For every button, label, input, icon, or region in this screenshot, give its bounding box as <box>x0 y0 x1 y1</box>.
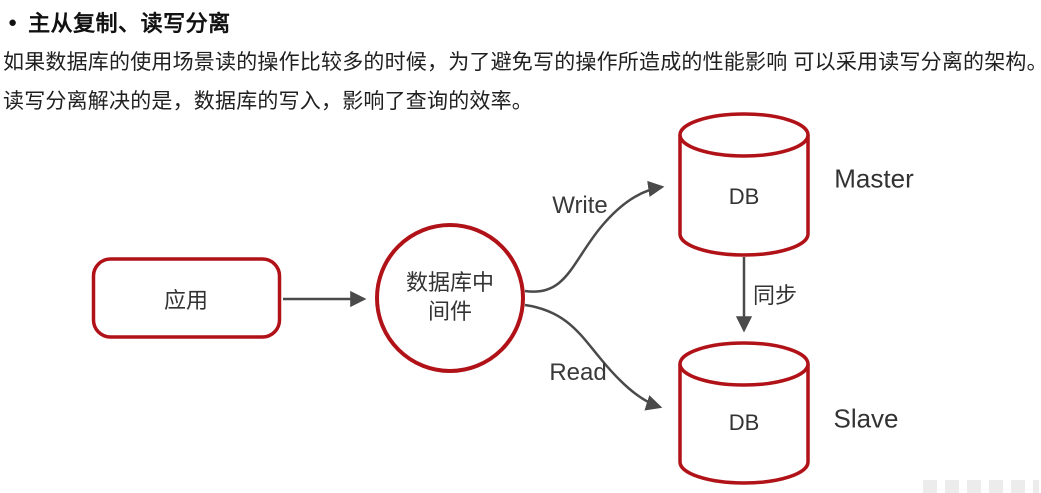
write-arrow <box>524 180 665 293</box>
section-heading-row: ● 主从复制、读写分离 <box>8 6 231 38</box>
middleware-node-label-line2: 间件 <box>427 299 473 324</box>
middleware-node-label: 数据库中 间件 <box>406 268 494 326</box>
section-title: 主从复制、读写分离 <box>28 11 231 36</box>
middleware-node-label-line1: 数据库中 <box>405 270 495 295</box>
watermark <box>923 480 1039 493</box>
slave-role-label: Slave <box>833 403 899 434</box>
write-edge-label: Write <box>552 192 608 219</box>
paragraph-line-2: 读写分离解决的是，数据库的写入，影响了查询的效率。 <box>3 90 533 113</box>
slave-db-cylinder <box>678 341 810 485</box>
master-db-label: DB <box>728 184 760 209</box>
master-db-cylinder <box>678 112 810 257</box>
app-node-label: 应用 <box>163 288 209 313</box>
sync-edge-label: 同步 <box>752 283 798 308</box>
master-role-label: Master <box>834 163 914 194</box>
paragraph-line-1: 如果数据库的使用场景读的操作比较多的时候，为了避免写的操作所造成的性能影响 可以… <box>3 51 1041 74</box>
bullet-icon: ● <box>8 13 18 31</box>
read-edge-label: Read <box>549 359 607 386</box>
app-node-shape <box>91 257 282 339</box>
slave-db-label: DB <box>728 410 760 435</box>
middleware-node-shape <box>375 223 525 373</box>
read-arrow <box>524 303 663 411</box>
